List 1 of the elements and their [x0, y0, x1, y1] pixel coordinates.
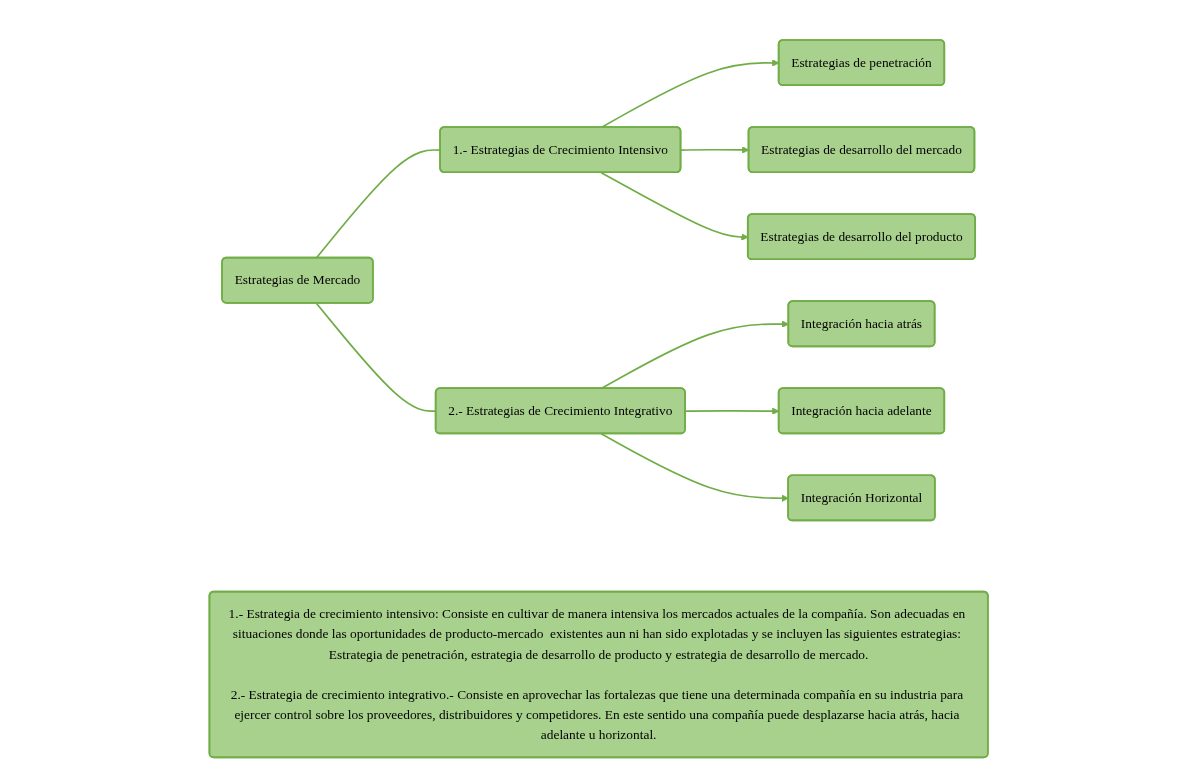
arrow	[600, 320, 789, 390]
